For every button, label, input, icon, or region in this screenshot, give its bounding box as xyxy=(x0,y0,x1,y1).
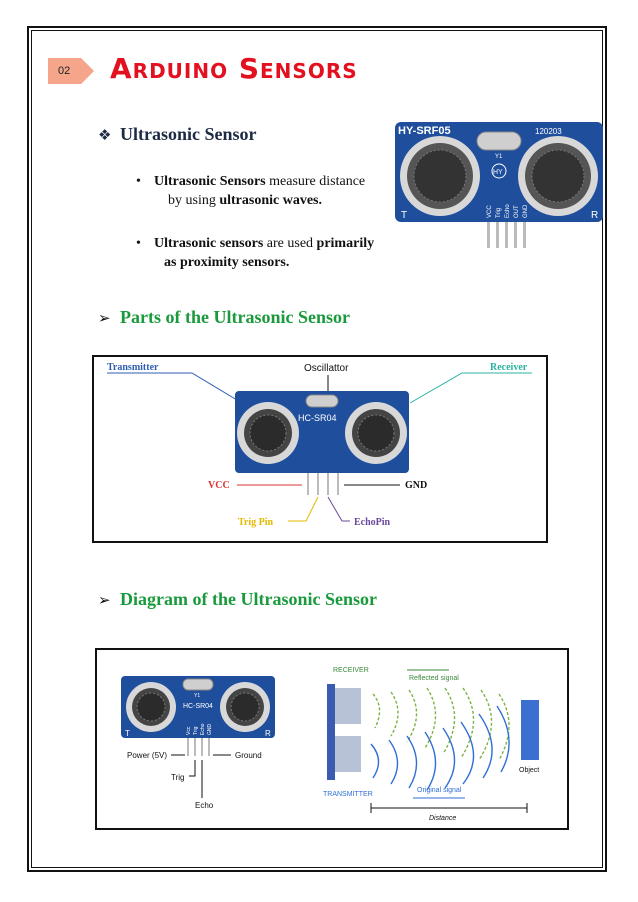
diagram-figure: Y1 HC-SR04 T R Vcc Trig Echo GND Power (… xyxy=(95,648,569,830)
oscillator-label: Oscillattor xyxy=(304,363,349,374)
reflected-signal-label: Reflected signal xyxy=(409,675,459,682)
model-label: HC-SR04 xyxy=(183,703,213,710)
transducer-left xyxy=(126,682,176,732)
pin-label: Trig xyxy=(193,726,199,735)
trig-pin-pointer xyxy=(288,496,319,522)
y1-label: Y1 xyxy=(194,693,200,699)
pin-label: OUT xyxy=(514,205,520,218)
bullet-item: • Ultrasonic Sensors measure distance by… xyxy=(136,172,366,210)
hy-logo: HY xyxy=(493,169,503,176)
bullet-text: measure distance xyxy=(265,174,366,189)
receiver-pointer xyxy=(409,372,532,404)
section-heading-parts: ➢ Parts of the Ultrasonic Sensor xyxy=(98,307,350,328)
diamond-bullet-icon: ❖ xyxy=(98,126,112,144)
bullet-bold: primarily xyxy=(316,236,375,251)
code-label: 120203 xyxy=(535,127,562,136)
parts-figure: Transmitter Oscillattor Receiver HC-SR04… xyxy=(92,355,548,543)
crystal-oscillator xyxy=(182,678,214,691)
arrow-bullet-icon: ➢ xyxy=(98,591,111,609)
model-label: HC-SR04 xyxy=(298,413,337,423)
pin-label: GND xyxy=(523,204,529,218)
pin-label: Vcc xyxy=(186,726,192,735)
header-pins xyxy=(487,222,526,248)
section-heading-text: Parts of the Ultrasonic Sensor xyxy=(120,307,350,327)
transducer-receiver xyxy=(345,402,407,464)
bullet-bold: Ultrasonic sensors xyxy=(154,236,264,251)
power-label: Power (5V) xyxy=(127,751,167,760)
original-signal-label: Original signal xyxy=(417,787,462,794)
bullet-text: are used xyxy=(263,236,317,251)
ground-label: Ground xyxy=(235,751,262,760)
echo-pin-label: EchoPin xyxy=(354,517,391,528)
receiver-label: Receiver xyxy=(490,362,528,373)
echo-label: Echo xyxy=(195,801,214,810)
transmitter-label: TRANSMITTER xyxy=(323,791,373,798)
object-label: Object xyxy=(519,767,539,774)
vcc-label: VCC xyxy=(208,480,230,491)
object-block xyxy=(521,700,539,760)
page-title: Arduino Sensors xyxy=(110,52,358,85)
pin-label: Trig xyxy=(496,208,502,218)
transmitter-label: Transmitter xyxy=(107,362,159,373)
transducer-right xyxy=(518,136,598,216)
transducer-transmitter xyxy=(237,402,299,464)
trig-label: Trig xyxy=(171,773,184,782)
echo-pin-pointer xyxy=(327,496,350,522)
arrow-bullet-icon: ➢ xyxy=(98,309,111,327)
logo-circle xyxy=(491,163,507,179)
transducer-right xyxy=(220,682,270,732)
crystal-oscillator xyxy=(476,131,522,151)
bullet-bold: ultrasonic waves. xyxy=(219,193,323,208)
page-border xyxy=(27,26,607,872)
header-pins xyxy=(187,738,210,756)
bullet-item: • Ultrasonic sensors are used primarily … xyxy=(136,234,375,272)
gnd-label: GND xyxy=(405,480,427,491)
hy-srf05-photo: HY-SRF05 120203 Y1 HY T R VCC Trig Echo … xyxy=(395,122,603,248)
bullet-bold: Ultrasonic Sensors xyxy=(154,174,266,189)
model-label: HY-SRF05 xyxy=(398,125,451,137)
section-heading-text: Ultrasonic Sensor xyxy=(120,124,257,144)
distance-label: Distance xyxy=(429,815,456,822)
original-waves xyxy=(370,705,510,791)
transmitter-pointer xyxy=(107,372,243,404)
bullet-dot-icon: • xyxy=(136,174,141,189)
header-pins xyxy=(307,473,339,495)
receiver-transducer xyxy=(327,684,361,780)
bullet-text: by using xyxy=(168,193,220,208)
reflected-waves xyxy=(372,687,510,761)
r-label: R xyxy=(591,210,598,221)
section-heading-ultrasonic: ❖ Ultrasonic Sensor xyxy=(98,124,257,145)
r-label: R xyxy=(265,729,271,738)
t-label: T xyxy=(401,210,407,221)
bullet-dot-icon: • xyxy=(136,236,141,251)
y1-label: Y1 xyxy=(495,154,503,160)
pin-label: Echo xyxy=(200,723,206,735)
receiver-label: RECEIVER xyxy=(333,667,369,674)
pin-label: GND xyxy=(207,724,213,736)
section-heading-text: Diagram of the Ultrasonic Sensor xyxy=(120,589,377,609)
t-label: T xyxy=(125,729,130,738)
pin-label: Echo xyxy=(505,204,511,218)
bullet-bold: as proximity sensors. xyxy=(164,255,290,270)
crystal-oscillator xyxy=(305,394,339,408)
trig-pin-label: Trig Pin xyxy=(238,517,274,528)
page-number: 02 xyxy=(58,65,71,77)
pin-label: VCC xyxy=(487,205,493,218)
transducer-left xyxy=(400,136,480,216)
page-border-inner xyxy=(31,30,603,868)
trig-arrow xyxy=(189,760,196,777)
section-heading-diagram: ➢ Diagram of the Ultrasonic Sensor xyxy=(98,589,377,610)
